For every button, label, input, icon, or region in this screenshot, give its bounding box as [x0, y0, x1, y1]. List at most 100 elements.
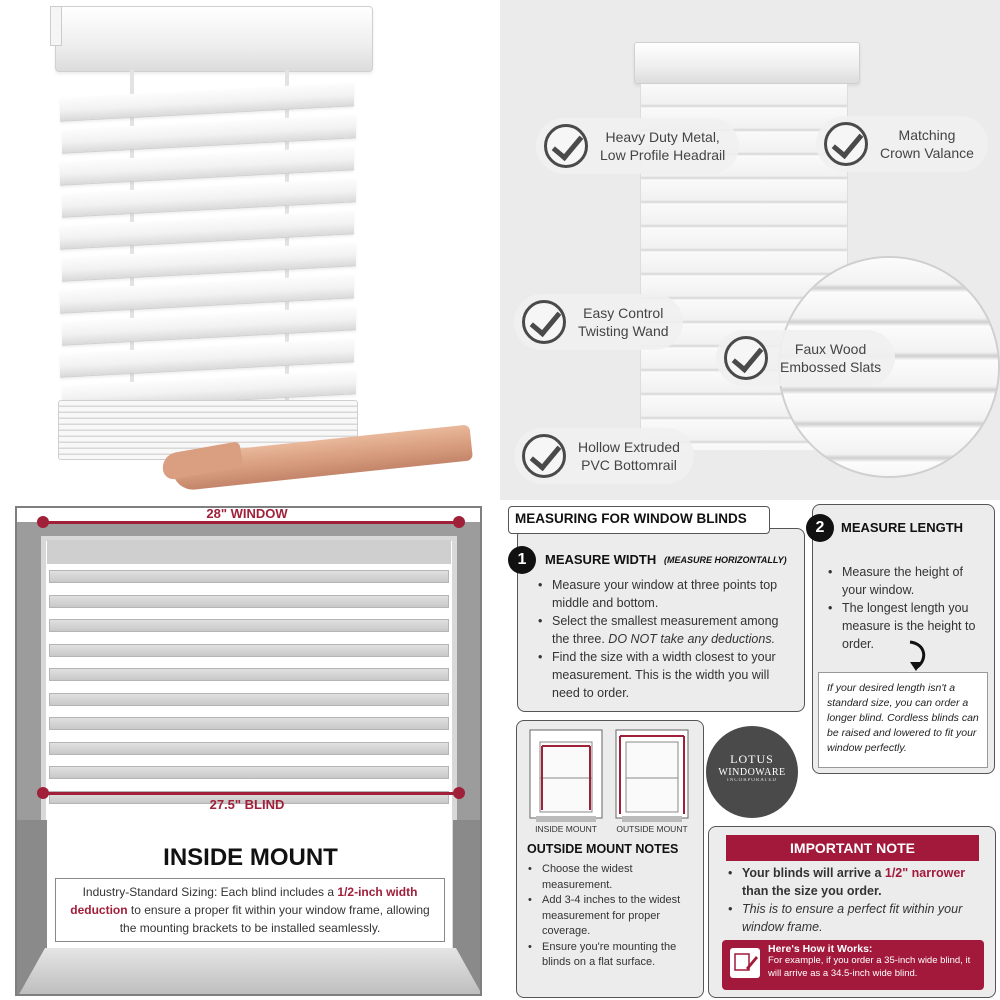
sizing-note: Industry-Standard Sizing: Each blind inc… — [55, 878, 445, 942]
features-panel: Heavy Duty Metal, Low Profile Headrail M… — [500, 0, 1000, 500]
window-dimension-line — [43, 521, 459, 524]
list-item-text: Ensure you're mounting the blinds on a f… — [542, 940, 677, 969]
list-item-text: Choose the widest measurement. — [542, 863, 633, 891]
list-item: Measure your window at three points top … — [536, 576, 794, 612]
length-note: If your desired length isn't a standard … — [818, 672, 988, 768]
outside-mount-caption: OUTSIDE MOUNT — [616, 824, 688, 834]
blind-slat — [49, 643, 449, 657]
list-item-text: The longest length you measure is the he… — [842, 601, 976, 651]
blind-slat — [49, 692, 449, 706]
inside-mount-panel: 28" WINDOW 27.5" BLIND INSIDE MOUNT Indu… — [15, 506, 482, 996]
measure-width-title: MEASURE WIDTH — [545, 552, 657, 567]
how-it-works-box: Here's How it Works: For example, if you… — [722, 940, 984, 990]
how-it-works-text: For example, if you order a 35-inch wide… — [768, 955, 971, 979]
blind-slat — [49, 594, 449, 608]
feature-line: Hollow Extruded — [578, 439, 680, 455]
sizing-note-text: Industry-Standard Sizing: Each blind inc… — [82, 885, 338, 899]
feature-valance: Matching Crown Valance — [816, 116, 988, 172]
feature-text: Heavy Duty Metal, Low Profile Headrail — [600, 128, 725, 164]
dimension-endpoint — [37, 787, 49, 799]
outside-notes-list: Choose the widest measurement. Add 3-4 i… — [526, 862, 696, 971]
sizing-note-highlight: 1/2-inch width deduction — [70, 885, 418, 917]
lift-cord — [130, 70, 134, 430]
logo-line: LOTUS — [730, 752, 774, 766]
feature-text: Matching Crown Valance — [880, 126, 974, 162]
list-item-text: This is to ensure a perfect fit within y… — [742, 902, 963, 934]
curved-arrow-icon — [909, 640, 926, 671]
list-item-text: Find the size with a width closest to yo… — [552, 650, 776, 700]
measure-width-list: Measure your window at three points top … — [536, 576, 794, 702]
list-item: Select the smallest measurement among th… — [536, 612, 794, 648]
list-item: Find the size with a width closest to yo… — [536, 648, 794, 702]
dimension-endpoint — [453, 516, 465, 528]
list-item-text: Measure your window at three points top … — [552, 578, 778, 610]
feature-line: Matching — [898, 127, 956, 143]
inside-mount-caption: INSIDE MOUNT — [535, 824, 597, 834]
list-item: The longest length you measure is the he… — [826, 599, 986, 653]
check-icon — [522, 300, 566, 344]
feature-wand: Easy Control Twisting Wand — [514, 294, 683, 350]
blind-slat — [49, 766, 449, 779]
feature-slats: Faux Wood Embossed Slats — [716, 330, 896, 386]
important-note-list: Your blinds will arrive a 1/2" narrower … — [726, 864, 988, 936]
feature-line: Heavy Duty Metal, — [605, 129, 720, 145]
feature-line: Embossed Slats — [780, 359, 882, 375]
important-note-title: IMPORTANT NOTE — [726, 835, 979, 861]
list-item: This is to ensure a perfect fit within y… — [726, 900, 988, 936]
list-item-accent: 1/2" narrower — [884, 866, 966, 880]
product-photo-hand — [0, 0, 500, 500]
logo-line: WINDOWARE — [718, 767, 786, 778]
feature-text: Easy Control Twisting Wand — [578, 304, 669, 340]
list-item-text: Add 3-4 inches to the widest measurement… — [542, 894, 681, 937]
check-icon — [824, 122, 868, 166]
step-2-badge: 2 — [806, 514, 834, 542]
list-item: Your blinds will arrive a 1/2" narrower … — [726, 864, 988, 900]
list-item-emphasis: DO NOT take any deductions. — [608, 632, 776, 646]
blind-slat — [49, 717, 449, 730]
outside-mount-diagram — [615, 729, 689, 822]
step-1-badge: 1 — [508, 546, 536, 574]
crown-valance — [55, 6, 373, 72]
feature-headrail: Heavy Duty Metal, Low Profile Headrail — [536, 118, 740, 174]
inside-mount-diagram — [529, 729, 603, 822]
list-item-text: Select the smallest measurement among th… — [552, 614, 779, 646]
headrail — [47, 540, 451, 564]
valance-end-cap — [50, 6, 62, 46]
check-icon — [544, 124, 588, 168]
dimension-endpoint — [453, 787, 465, 799]
list-item: Add 3-4 inches to the widest measurement… — [526, 893, 696, 940]
feature-text: Hollow Extruded PVC Bottomrail — [578, 438, 680, 474]
dimension-endpoint — [37, 516, 49, 528]
lotus-windoware-logo: LOTUS WINDOWARE INCORPORATED — [706, 726, 798, 818]
blind-slat — [49, 619, 449, 632]
feature-line: PVC Bottomrail — [581, 457, 677, 473]
list-item-text: Your blinds will arrive a — [742, 866, 885, 880]
window-sill — [17, 948, 480, 994]
list-item-text: Measure the height of your window. — [842, 565, 963, 597]
sizing-note-text: to ensure a proper fit within your windo… — [119, 903, 430, 935]
list-item-text: than the size you order. — [742, 884, 882, 898]
blind-slat — [49, 668, 449, 681]
inside-mount-title: INSIDE MOUNT — [163, 844, 338, 871]
measure-length-list: Measure the height of your window. The l… — [826, 563, 986, 653]
feature-line: Easy Control — [583, 305, 664, 321]
measure-length-title: MEASURE LENGTH — [841, 520, 964, 535]
guide-title: MEASURING FOR WINDOW BLINDS — [508, 506, 770, 534]
check-icon — [522, 434, 566, 478]
valance-image — [634, 42, 860, 84]
feature-bottomrail: Hollow Extruded PVC Bottomrail — [514, 428, 694, 484]
blind-width-label: 27.5" BLIND — [209, 797, 285, 812]
list-item: Ensure you're mounting the blinds on a f… — [526, 940, 696, 971]
measuring-guide-panel: MEASURING FOR WINDOW BLINDS 1 MEASURE WI… — [500, 500, 1000, 1000]
outside-notes-title: OUTSIDE MOUNT NOTES — [527, 842, 679, 856]
measure-width-subtitle: (MEASURE HORIZONTALLY) — [664, 555, 787, 565]
note-edit-icon — [730, 948, 760, 978]
check-icon — [724, 336, 768, 380]
feature-line: Crown Valance — [880, 145, 974, 161]
how-it-works-title: Here's How it Works: — [768, 943, 873, 955]
blind-dimension-line — [43, 792, 459, 795]
blind-slat — [49, 741, 449, 755]
blind-slat — [49, 570, 449, 583]
feature-text: Faux Wood Embossed Slats — [780, 340, 881, 376]
feature-line: Low Profile Headrail — [600, 147, 726, 163]
